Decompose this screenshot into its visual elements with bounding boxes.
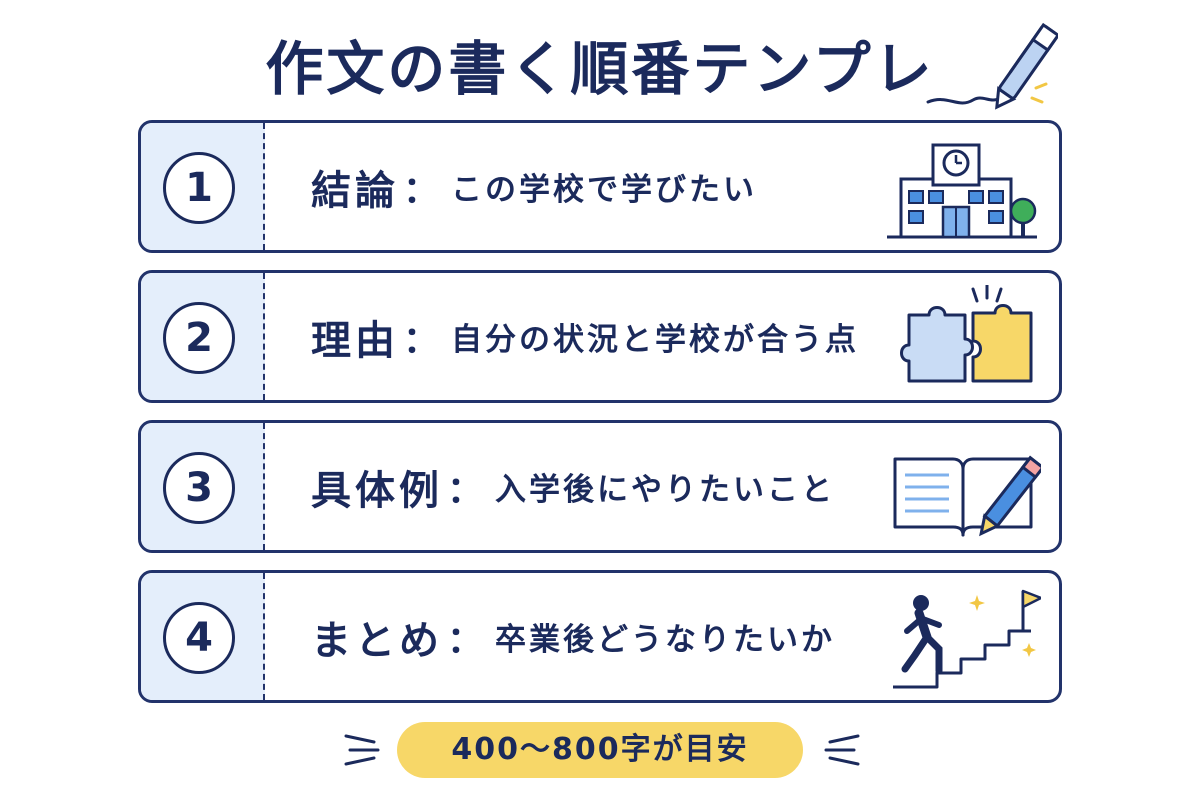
steps-list: 1 結論 ： この学校で学びたい 2 xyxy=(138,120,1062,720)
step-description: 卒業後どうなりたいか xyxy=(495,622,836,658)
step-number-badge: 4 xyxy=(163,602,235,674)
notebook-pencil-icon xyxy=(893,455,1041,537)
step-row-1: 1 結論 ： この学校で学びたい xyxy=(138,120,1062,253)
length-guide-badge: 400〜800字が目安 xyxy=(397,722,803,778)
step-number-column: 2 xyxy=(141,273,265,400)
step-colon: ： xyxy=(447,469,484,511)
sparkle-lines-left-icon xyxy=(344,734,380,766)
step-number-badge: 3 xyxy=(163,452,235,524)
step-heading: まとめ xyxy=(311,617,443,664)
step-label: まとめ ： 卒業後どうなりたいか xyxy=(311,573,835,700)
step-colon: ： xyxy=(447,619,484,661)
step-heading: 結論 xyxy=(311,167,399,214)
step-description: 自分の状況と学校が合う点 xyxy=(451,322,860,358)
step-colon: ： xyxy=(403,169,440,211)
puzzle-pieces-icon xyxy=(900,285,1033,383)
step-heading: 具体例 xyxy=(311,467,443,514)
school-building-icon xyxy=(887,143,1037,239)
step-heading: 理由 xyxy=(311,317,399,364)
step-description: 入学後にやりたいこと xyxy=(495,472,836,508)
sparkle-lines-right-icon xyxy=(824,734,860,766)
step-description: この学校で学びたい xyxy=(451,172,758,208)
step-number-column: 4 xyxy=(141,573,265,700)
page-title: 作文の書く順番テンプレ xyxy=(265,35,935,103)
stairs-goal-flag-icon xyxy=(893,589,1041,689)
pen-icon xyxy=(926,22,1058,110)
step-row-3: 3 具体例 ： 入学後にやりたいこと xyxy=(138,420,1062,553)
step-number-badge: 2 xyxy=(163,302,235,374)
step-label: 結論 ： この学校で学びたい xyxy=(311,123,757,250)
step-label: 理由 ： 自分の状況と学校が合う点 xyxy=(311,273,859,400)
step-row-4: 4 まとめ ： 卒業後どうなりたいか xyxy=(138,570,1062,703)
step-number-badge: 1 xyxy=(163,152,235,224)
step-number-column: 1 xyxy=(141,123,265,250)
step-colon: ： xyxy=(403,319,440,361)
step-row-2: 2 理由 ： 自分の状況と学校が合う点 xyxy=(138,270,1062,403)
step-number-column: 3 xyxy=(141,423,265,550)
step-label: 具体例 ： 入学後にやりたいこと xyxy=(311,423,835,550)
